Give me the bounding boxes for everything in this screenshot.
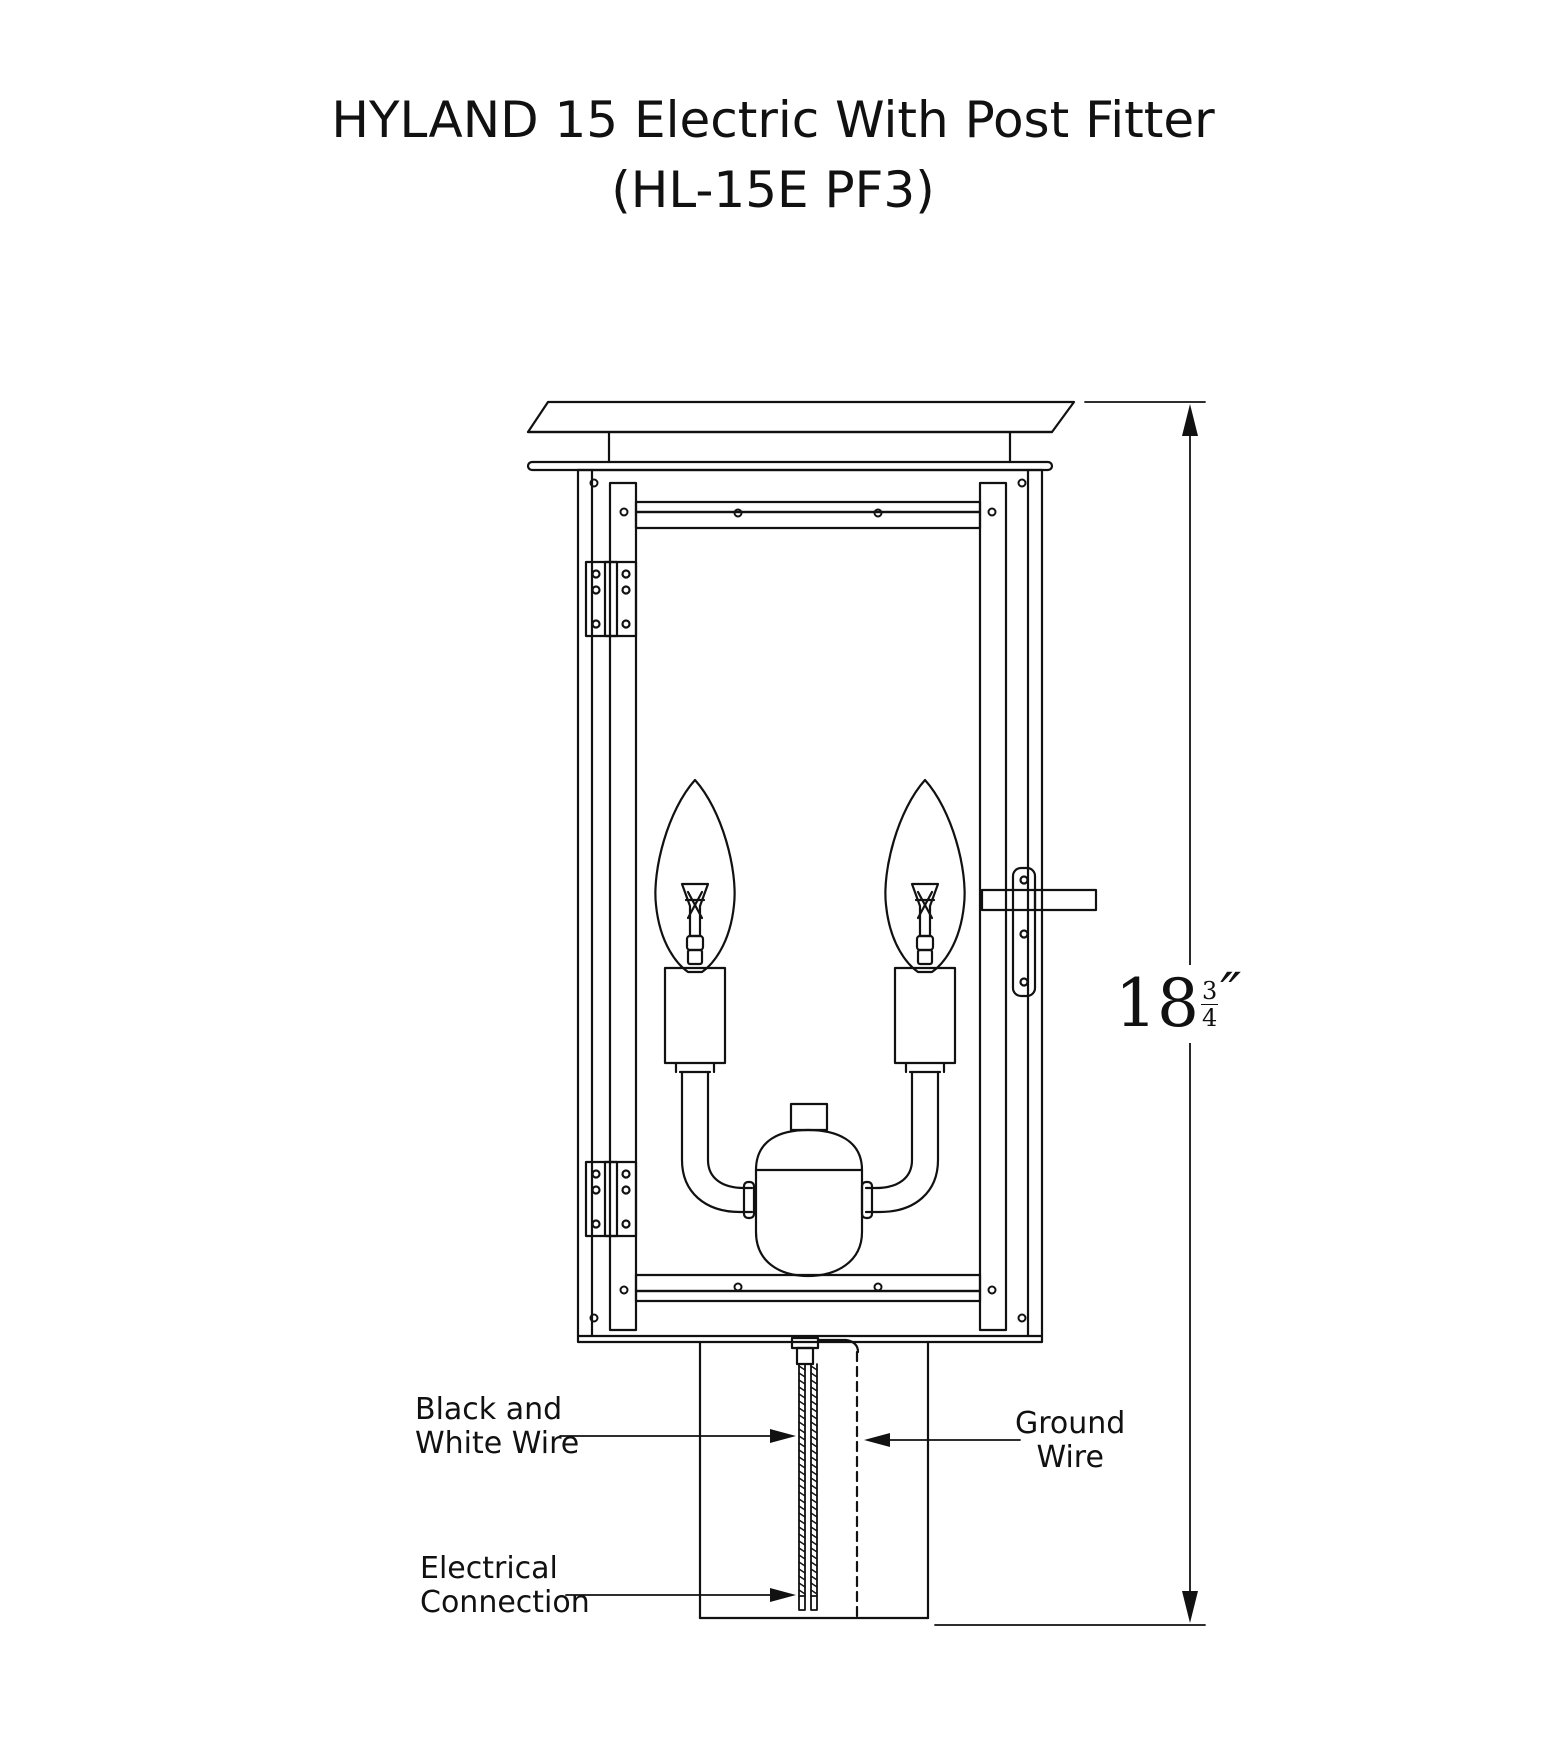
label-ground-wire: Ground Wire [1015,1407,1125,1475]
black-white-wires [798,1363,818,1611]
dimension-fraction: 3 4 [1200,976,1219,1032]
label-electrical-connection-line1: Electrical [420,1551,558,1586]
dimension-numerator: 3 [1200,976,1219,1005]
label-electrical-connection-line2: Connection [420,1585,590,1620]
title-line-1: HYLAND 15 Electric With Post Fitter [331,91,1215,149]
label-electrical-connection: Electrical Connection [420,1552,590,1620]
label-black-white-wire: Black and White Wire [415,1393,579,1461]
leader-lines [559,1435,1021,1596]
post-fitter [698,1336,930,1620]
dimension-arrowheads [1182,404,1198,1623]
upper-hinge [584,560,638,638]
lower-hinge [584,1160,638,1238]
title-line-2: (HL-15E PF3) [611,161,935,219]
dimension-whole: 18 [1115,965,1199,1042]
label-black-white-wire-line2: White Wire [415,1426,580,1461]
center-socket-housing [754,1102,864,1278]
label-black-white-wire-line1: Black and [415,1392,563,1427]
left-candle-bulb [654,778,736,1074]
dimension-unit: ″ [1220,962,1242,1027]
right-candle-bulb [884,778,966,1074]
height-dimension-label: 18 3 4 ″ [1115,962,1242,1043]
door-latch [980,866,1098,998]
lantern-body-frame [576,468,1044,1344]
lantern-roof [526,400,1076,472]
dimension-denominator: 4 [1201,1003,1218,1032]
frame-rivets [589,478,1027,1323]
label-ground-wire-line2: Wire [1036,1440,1104,1475]
label-ground-wire-line1: Ground [1015,1406,1126,1441]
leader-arrowheads [770,1429,890,1602]
candelabra-arms [680,1070,940,1220]
